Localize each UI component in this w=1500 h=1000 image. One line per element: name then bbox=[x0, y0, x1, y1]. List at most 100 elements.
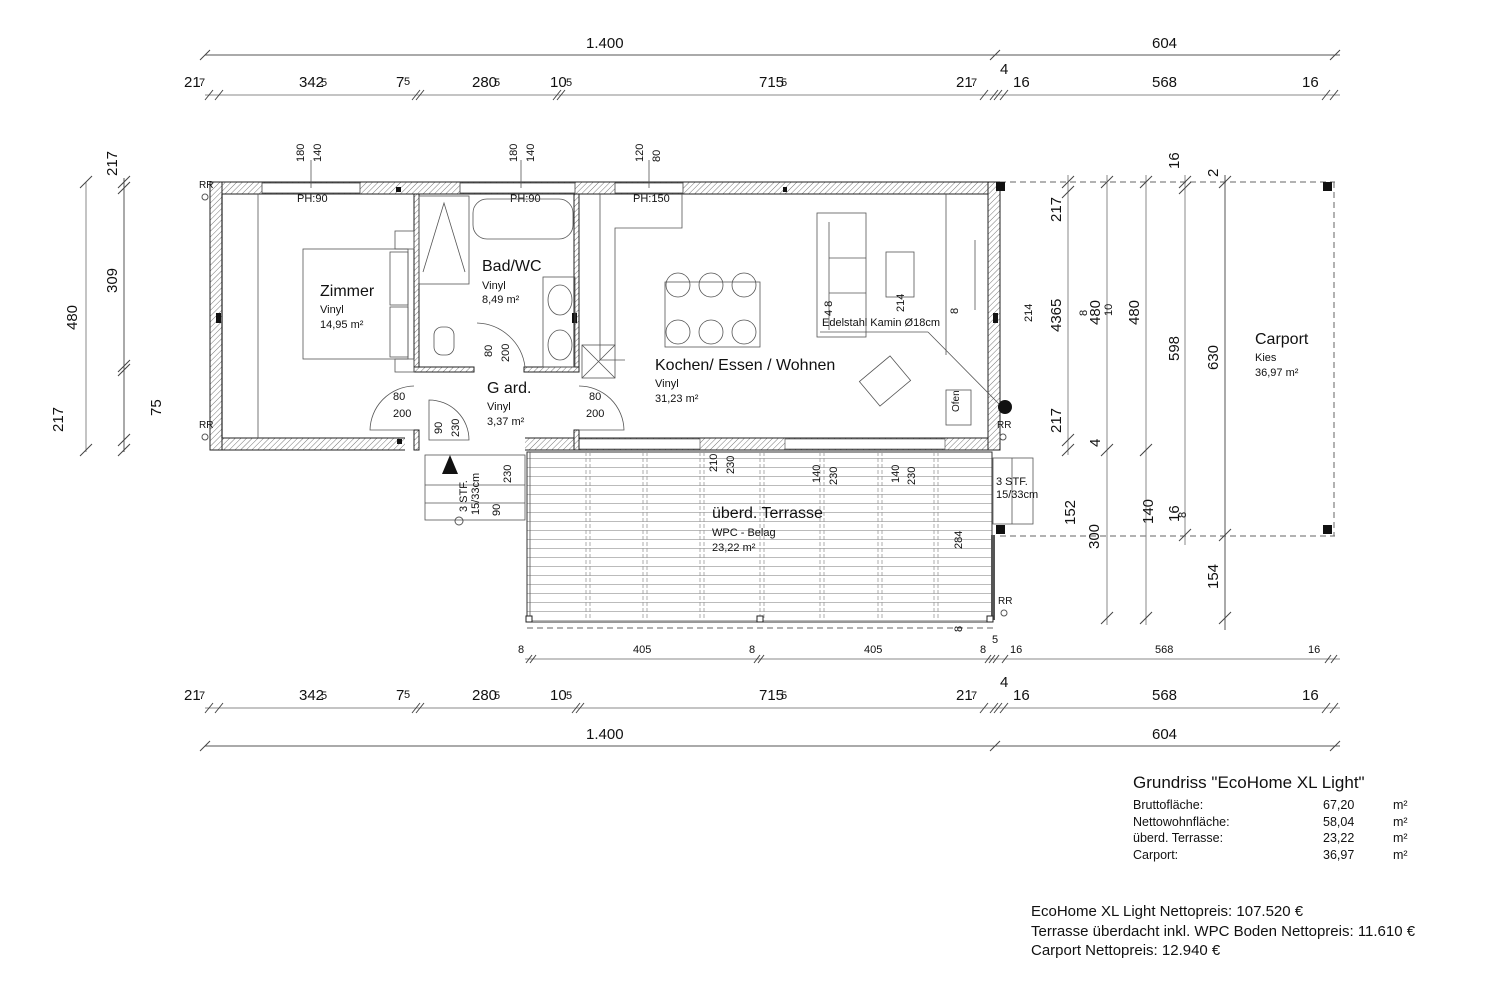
legend-value: 67,20 bbox=[1323, 798, 1355, 812]
dim-bottom-seg: 4 bbox=[1000, 674, 1008, 691]
dim-top-seg: 10 bbox=[550, 74, 567, 91]
legend-unit: m² bbox=[1393, 814, 1408, 829]
dim-bottom-seg: 5 bbox=[404, 689, 410, 701]
dim-top-seg: 568 bbox=[1152, 74, 1177, 91]
dim-right: 2 bbox=[1205, 169, 1222, 177]
room-labels: Zimmer Vinyl 14,95 m² Bad/WC Vinyl 8,49 … bbox=[320, 258, 1309, 554]
dim-right: 300 bbox=[1086, 524, 1103, 549]
bedroom-furniture bbox=[302, 230, 415, 373]
dim-left: 309 bbox=[104, 268, 121, 293]
door-labels: 80 200 80 200 80 200 90 230 230 90 bbox=[393, 344, 604, 516]
dim-bottom-seg: 16 bbox=[1302, 687, 1319, 704]
left-dimension-lines: 217 480 309 217 75 bbox=[50, 151, 165, 457]
door-height: 200 bbox=[586, 408, 604, 420]
dim-bottom-seg: 715 bbox=[759, 687, 784, 704]
dim-bottom-terrace: 8 bbox=[749, 644, 755, 656]
dim-bottom-terrace: 568 bbox=[1155, 644, 1173, 656]
dim-bottom-overall-house: 1.400 bbox=[586, 726, 624, 743]
room-area: 23,22 m² bbox=[712, 542, 756, 554]
legend-label: überd. Terrasse: bbox=[1133, 831, 1224, 845]
dim-right: 140 bbox=[1140, 499, 1157, 524]
stairs-label: 15/33cm bbox=[470, 473, 482, 515]
dim-bottom-seg: 7 bbox=[199, 690, 205, 702]
dim-right: 480 bbox=[1087, 300, 1104, 325]
room-floor: Vinyl bbox=[482, 280, 506, 292]
dim-right: 598 bbox=[1166, 336, 1183, 361]
door-width: 80 bbox=[483, 345, 495, 357]
dim-top-seg: 16 bbox=[1302, 74, 1319, 91]
dim-bottom-seg: 5 bbox=[321, 690, 327, 702]
legend-label: Carport: bbox=[1133, 847, 1179, 862]
top-dimension-lines: 1.400 604 21 7 342 5 7 5 280 5 10 5 715 … bbox=[184, 35, 1341, 101]
terrace-opening-dim: 140 bbox=[811, 465, 823, 483]
room-floor: Vinyl bbox=[655, 378, 679, 390]
dim-right: 4365 bbox=[1048, 299, 1065, 332]
legend-label: Nettowohnfläche: bbox=[1133, 814, 1230, 829]
dim-top-seg: 7 bbox=[199, 77, 205, 89]
dim-top-seg: 21 bbox=[184, 74, 201, 91]
dim-right: 480 bbox=[1126, 300, 1143, 325]
room-area: 8,49 m² bbox=[482, 294, 520, 306]
room-name-zimmer: Zimmer bbox=[320, 283, 375, 300]
room-area: 36,97 m² bbox=[1255, 367, 1299, 379]
legend-row: Carport: 36,97 m² bbox=[1133, 847, 1433, 864]
room-name-garderobe: G ard. bbox=[487, 380, 531, 397]
window-width: 120 bbox=[634, 144, 646, 162]
dim-top-seg: 5 bbox=[404, 76, 410, 88]
dim-right: 217 bbox=[1048, 408, 1065, 433]
legend-unit: m² bbox=[1393, 798, 1408, 812]
entry-stairs: 3 STF. 15/33cm bbox=[424, 454, 526, 526]
dim-bottom-seg: 10 bbox=[550, 687, 567, 704]
door-width: 90 bbox=[491, 504, 503, 516]
stairs-label: 3 STF. bbox=[458, 480, 470, 512]
dim-top-seg: 342 bbox=[299, 74, 324, 91]
price-carport: Carport Nettopreis: 12.940 € bbox=[1031, 942, 1221, 959]
dim-top-overall-house: 1.400 bbox=[586, 35, 624, 52]
dim-right: 152 bbox=[1062, 500, 1079, 525]
door-width: 90 bbox=[433, 422, 445, 434]
window-height: 140 bbox=[312, 144, 324, 162]
carport: 217 4365 8 480 10 480 214 217 4 598 630 … bbox=[996, 152, 1335, 630]
dim-left: 480 bbox=[64, 305, 81, 330]
terrace-opening-dim: 230 bbox=[828, 467, 840, 485]
door-height: 230 bbox=[502, 465, 514, 483]
doors bbox=[369, 385, 625, 441]
room-area: 3,37 m² bbox=[487, 416, 525, 428]
house-walls bbox=[209, 181, 1001, 451]
dim-right: 217 bbox=[1048, 197, 1065, 222]
window-height: 80 bbox=[651, 150, 663, 162]
price-terrace: Terrasse überdacht inkl. WPC Boden Netto… bbox=[1031, 922, 1416, 940]
entry-arrow-icon bbox=[442, 455, 458, 474]
room-area: 31,23 m² bbox=[655, 393, 699, 405]
terrace-opening-dim: 230 bbox=[906, 467, 918, 485]
rr-label: RR bbox=[199, 180, 213, 191]
dim-right: 154 bbox=[1205, 564, 1222, 589]
room-floor: WPC - Belag bbox=[712, 527, 776, 539]
dim-bottom-terrace: 16 bbox=[1308, 644, 1320, 656]
dim-bottom-terrace: 405 bbox=[633, 644, 651, 656]
door-height: 230 bbox=[450, 419, 462, 437]
legend-row: überd. Terrasse: 23,22 m² bbox=[1133, 830, 1433, 847]
room-floor: Vinyl bbox=[320, 304, 344, 316]
room-floor: Vinyl bbox=[487, 401, 511, 413]
oven-label: Ofen bbox=[951, 390, 962, 412]
dim-bottom-seg: 7 bbox=[396, 687, 404, 704]
dim-top-seg: 4 bbox=[1000, 61, 1008, 78]
legend-label: Bruttofläche: bbox=[1133, 798, 1204, 812]
price-list: EcoHome XL Light Nettopreis: 107.520 € T… bbox=[1031, 902, 1415, 961]
chimney-label: Edelstahl Kamin Ø18cm bbox=[822, 317, 940, 329]
misc-dim: 4 8 bbox=[823, 301, 835, 316]
dim-right: 16 bbox=[1166, 152, 1183, 169]
window-height: 140 bbox=[525, 144, 537, 162]
terrace-opening-dim: 140 bbox=[890, 465, 902, 483]
dim-right: 8 bbox=[1177, 512, 1189, 518]
stairs-label: 15/33cm bbox=[996, 489, 1038, 501]
door-width: 80 bbox=[393, 391, 405, 403]
dim-top-seg: 5 bbox=[566, 77, 572, 89]
dim-bottom-seg: 21 bbox=[184, 687, 201, 704]
misc-dim: 8 bbox=[949, 308, 961, 314]
window-width: 180 bbox=[508, 144, 520, 162]
dim-bottom-seg: 342 bbox=[299, 687, 324, 704]
stairs-label: 3 STF. bbox=[996, 476, 1028, 488]
plan-title: Grundriss "EcoHome XL Light" bbox=[1133, 773, 1365, 792]
